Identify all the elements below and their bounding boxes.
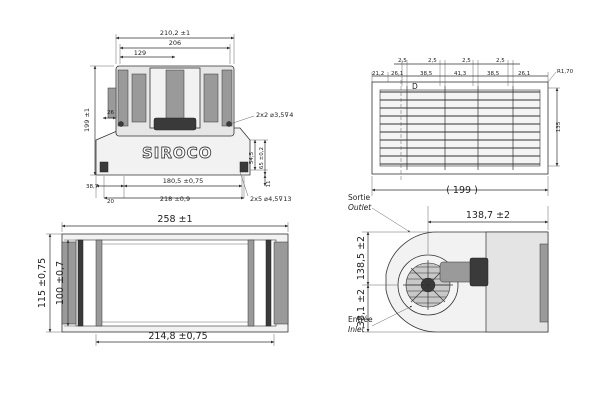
dim-height-138-5: 138,5 ±2 xyxy=(356,236,367,280)
dim-pitch-2-5: 2,5 xyxy=(496,58,505,64)
side-rear-panel xyxy=(485,231,549,333)
front-foot-right xyxy=(239,161,249,173)
dim-38-5: 38,5 xyxy=(420,71,433,77)
dim-height-38-1: 38,1 ±2 xyxy=(356,289,367,327)
front-center-spine xyxy=(165,69,185,125)
dim-26-1b: 26,1 xyxy=(518,71,530,77)
label-outlet-fr: Sortie xyxy=(348,193,370,202)
dim-left-38-7: 38,7 xyxy=(86,184,99,190)
dim-height-54-5: 54,5 xyxy=(249,151,255,164)
note-holes-top: 2x2 ⌀3,5⊽4 xyxy=(256,111,293,119)
dim-pitch-2-5: 2,5 xyxy=(428,58,437,64)
front-view: SIROCO 210,2 ±1 206 129 26 199 ±1 2x2 ⌀3… xyxy=(83,29,293,205)
label-outlet-en: Outlet xyxy=(348,203,372,212)
top-inner-cavity xyxy=(75,239,277,327)
top-left-rail xyxy=(77,239,84,327)
top-right-rail xyxy=(265,239,272,327)
dim-width-129: 129 xyxy=(134,49,146,57)
dim-radius: R1,70 xyxy=(557,69,574,75)
label-inlet-en: Inlet xyxy=(348,325,366,334)
dim-21-2: 21,2 xyxy=(372,71,384,77)
front-outlet-flange xyxy=(153,117,197,131)
top-right-endcap xyxy=(273,241,289,325)
dim-height-100: 100 ±0,7 xyxy=(55,261,66,305)
note-holes-bottom: 2x5 ⌀4,5⊽13 xyxy=(250,195,291,203)
front-left-vent xyxy=(131,73,147,123)
side-rear-edge xyxy=(539,243,549,323)
dim-41-3: 41,3 xyxy=(454,71,467,77)
dim-length-258: 258 ±1 xyxy=(157,214,192,225)
dim-height-199: 199 ±1 xyxy=(83,108,91,132)
label-inlet-fr: Entrée xyxy=(348,315,373,324)
dim-height-65: 65 ±0,2 xyxy=(259,147,265,169)
dim-overall-width: 210,2 ±1 xyxy=(160,29,190,37)
dim-mount-180-5: 180,5 ±0,75 xyxy=(163,177,204,185)
dim-length-214-8: 214,8 ±0,75 xyxy=(148,331,207,342)
mount-hole-icon xyxy=(226,121,232,127)
front-right-vent xyxy=(203,73,219,123)
dim-pitch-2-5: 2,5 xyxy=(462,58,471,64)
side-view: 138,7 ±2 138,5 ±2 38,1 ±2 Sortie Outlet … xyxy=(348,193,549,334)
dim-pitch-2-5: 2,5 xyxy=(398,58,407,64)
dim-mount-218: 218 ±0,9 xyxy=(160,195,190,203)
label-d: D xyxy=(412,82,418,91)
dim-height-135: 135 xyxy=(556,121,562,132)
dim-offset-20: 20 xyxy=(107,199,114,205)
dim-width-138-7: 138,7 ±2 xyxy=(466,210,510,221)
dim-width-199: ( 199 ) xyxy=(446,185,478,196)
top-left-post xyxy=(95,239,103,327)
top-view: 258 ±1 115 ±0,75 100 ±0,7 214,8 ±0,75 xyxy=(37,214,289,346)
front-right-bracket xyxy=(221,69,233,127)
dim-height-11: 11 xyxy=(266,181,272,188)
side-motor-cap xyxy=(469,257,489,287)
top-right-post xyxy=(247,239,255,327)
dim-38-5b: 38,5 xyxy=(487,71,500,77)
front-left-bracket xyxy=(117,69,129,127)
dim-height-115: 115 ±0,75 xyxy=(37,258,48,308)
front-foot-left xyxy=(99,161,109,173)
mount-hole-icon xyxy=(118,121,124,127)
dim-width-206: 206 xyxy=(169,39,181,47)
fin-view: 2,5 2,5 2,5 2,5 21,2 26,1 38,5 41,3 38,5… xyxy=(371,58,574,196)
dim-26-1: 26,1 xyxy=(391,71,403,77)
dim-offset-26: 26 xyxy=(107,110,114,116)
brand-logo: SIROCO xyxy=(142,144,212,162)
fin-stack xyxy=(379,89,541,167)
